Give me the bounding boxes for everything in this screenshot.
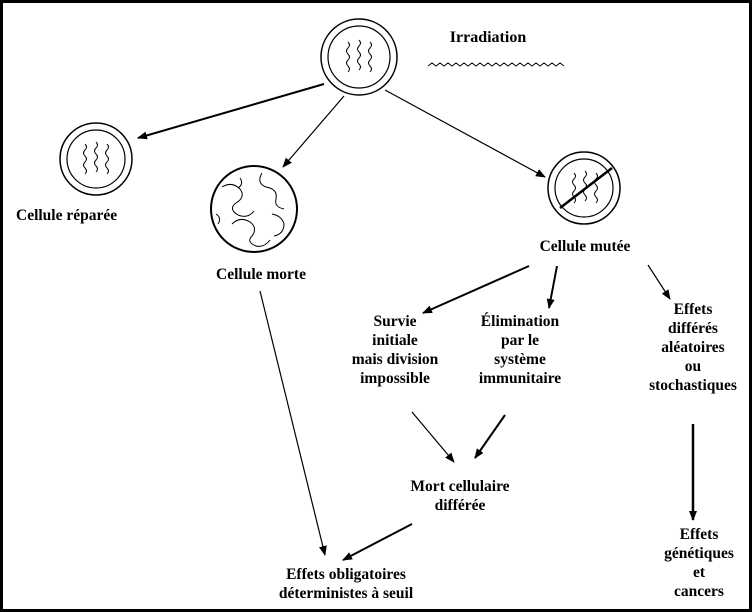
dead-cell-icon — [210, 165, 298, 253]
arrows — [137, 83, 697, 561]
survival-label: Survie initiale mais division impossible — [351, 313, 439, 387]
irradiated-cell-icon — [320, 18, 398, 96]
arrow-dead-to-deterministic — [259, 290, 327, 556]
elimination-label: Élimination par le système immunitaire — [478, 313, 562, 387]
arrow-elimination-to-death — [474, 414, 506, 459]
delayed-random-effects-label: Effets différés aléatoires ou stochastiq… — [649, 301, 737, 394]
mutated-cell-label: Cellule mutée — [539, 238, 631, 255]
genetic-effects-label: Effets génétiques et cancers — [664, 526, 734, 600]
arrow-to-delayed-random — [647, 264, 671, 300]
arrow-to-dead — [282, 95, 345, 168]
arrow-death-to-deterministic — [342, 523, 413, 561]
repaired-cell-icon — [59, 122, 133, 196]
arrow-to-elimination — [546, 265, 558, 309]
deterministic-effects-label: Effets obligatoires déterministes à seui… — [278, 566, 414, 602]
arrow-to-survival — [422, 265, 530, 314]
arrow-to-mutated — [384, 89, 546, 178]
repaired-cell-label: Cellule réparée — [16, 207, 118, 224]
arrow-survival-to-death — [411, 411, 455, 463]
dead-cell-label: Cellule morte — [216, 266, 306, 283]
irradiation-wave-icon — [427, 62, 565, 67]
irradiation-label: Irradiation — [449, 29, 527, 46]
mutated-cell-icon — [547, 151, 621, 225]
delayed-cell-death-label: Mort cellulaire différée — [410, 478, 510, 514]
arrow-to-repaired — [137, 83, 325, 140]
